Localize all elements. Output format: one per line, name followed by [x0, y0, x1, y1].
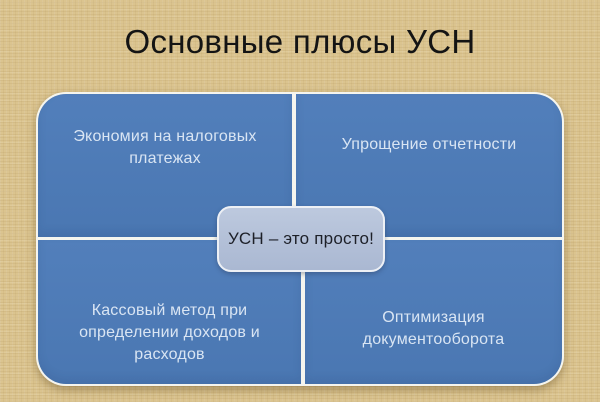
quadrant-bottom-left-label: Кассовый метод при определении доходов и… [79, 302, 260, 363]
quadrant-top-right-label: Упрощение отчетности [341, 135, 517, 153]
center-callout-label: УСН – это просто! [227, 229, 375, 248]
quadrant-bottom-right-label: Оптимизация документооборота [362, 309, 505, 348]
quadrant-top-left-label: Экономия на налоговых платежах [73, 127, 257, 167]
quadrant-top-left: Экономия на налоговых платежах [38, 94, 292, 237]
slide-title: Основные плюсы УСН [124, 23, 476, 60]
center-callout: УСН – это просто! [217, 206, 385, 272]
